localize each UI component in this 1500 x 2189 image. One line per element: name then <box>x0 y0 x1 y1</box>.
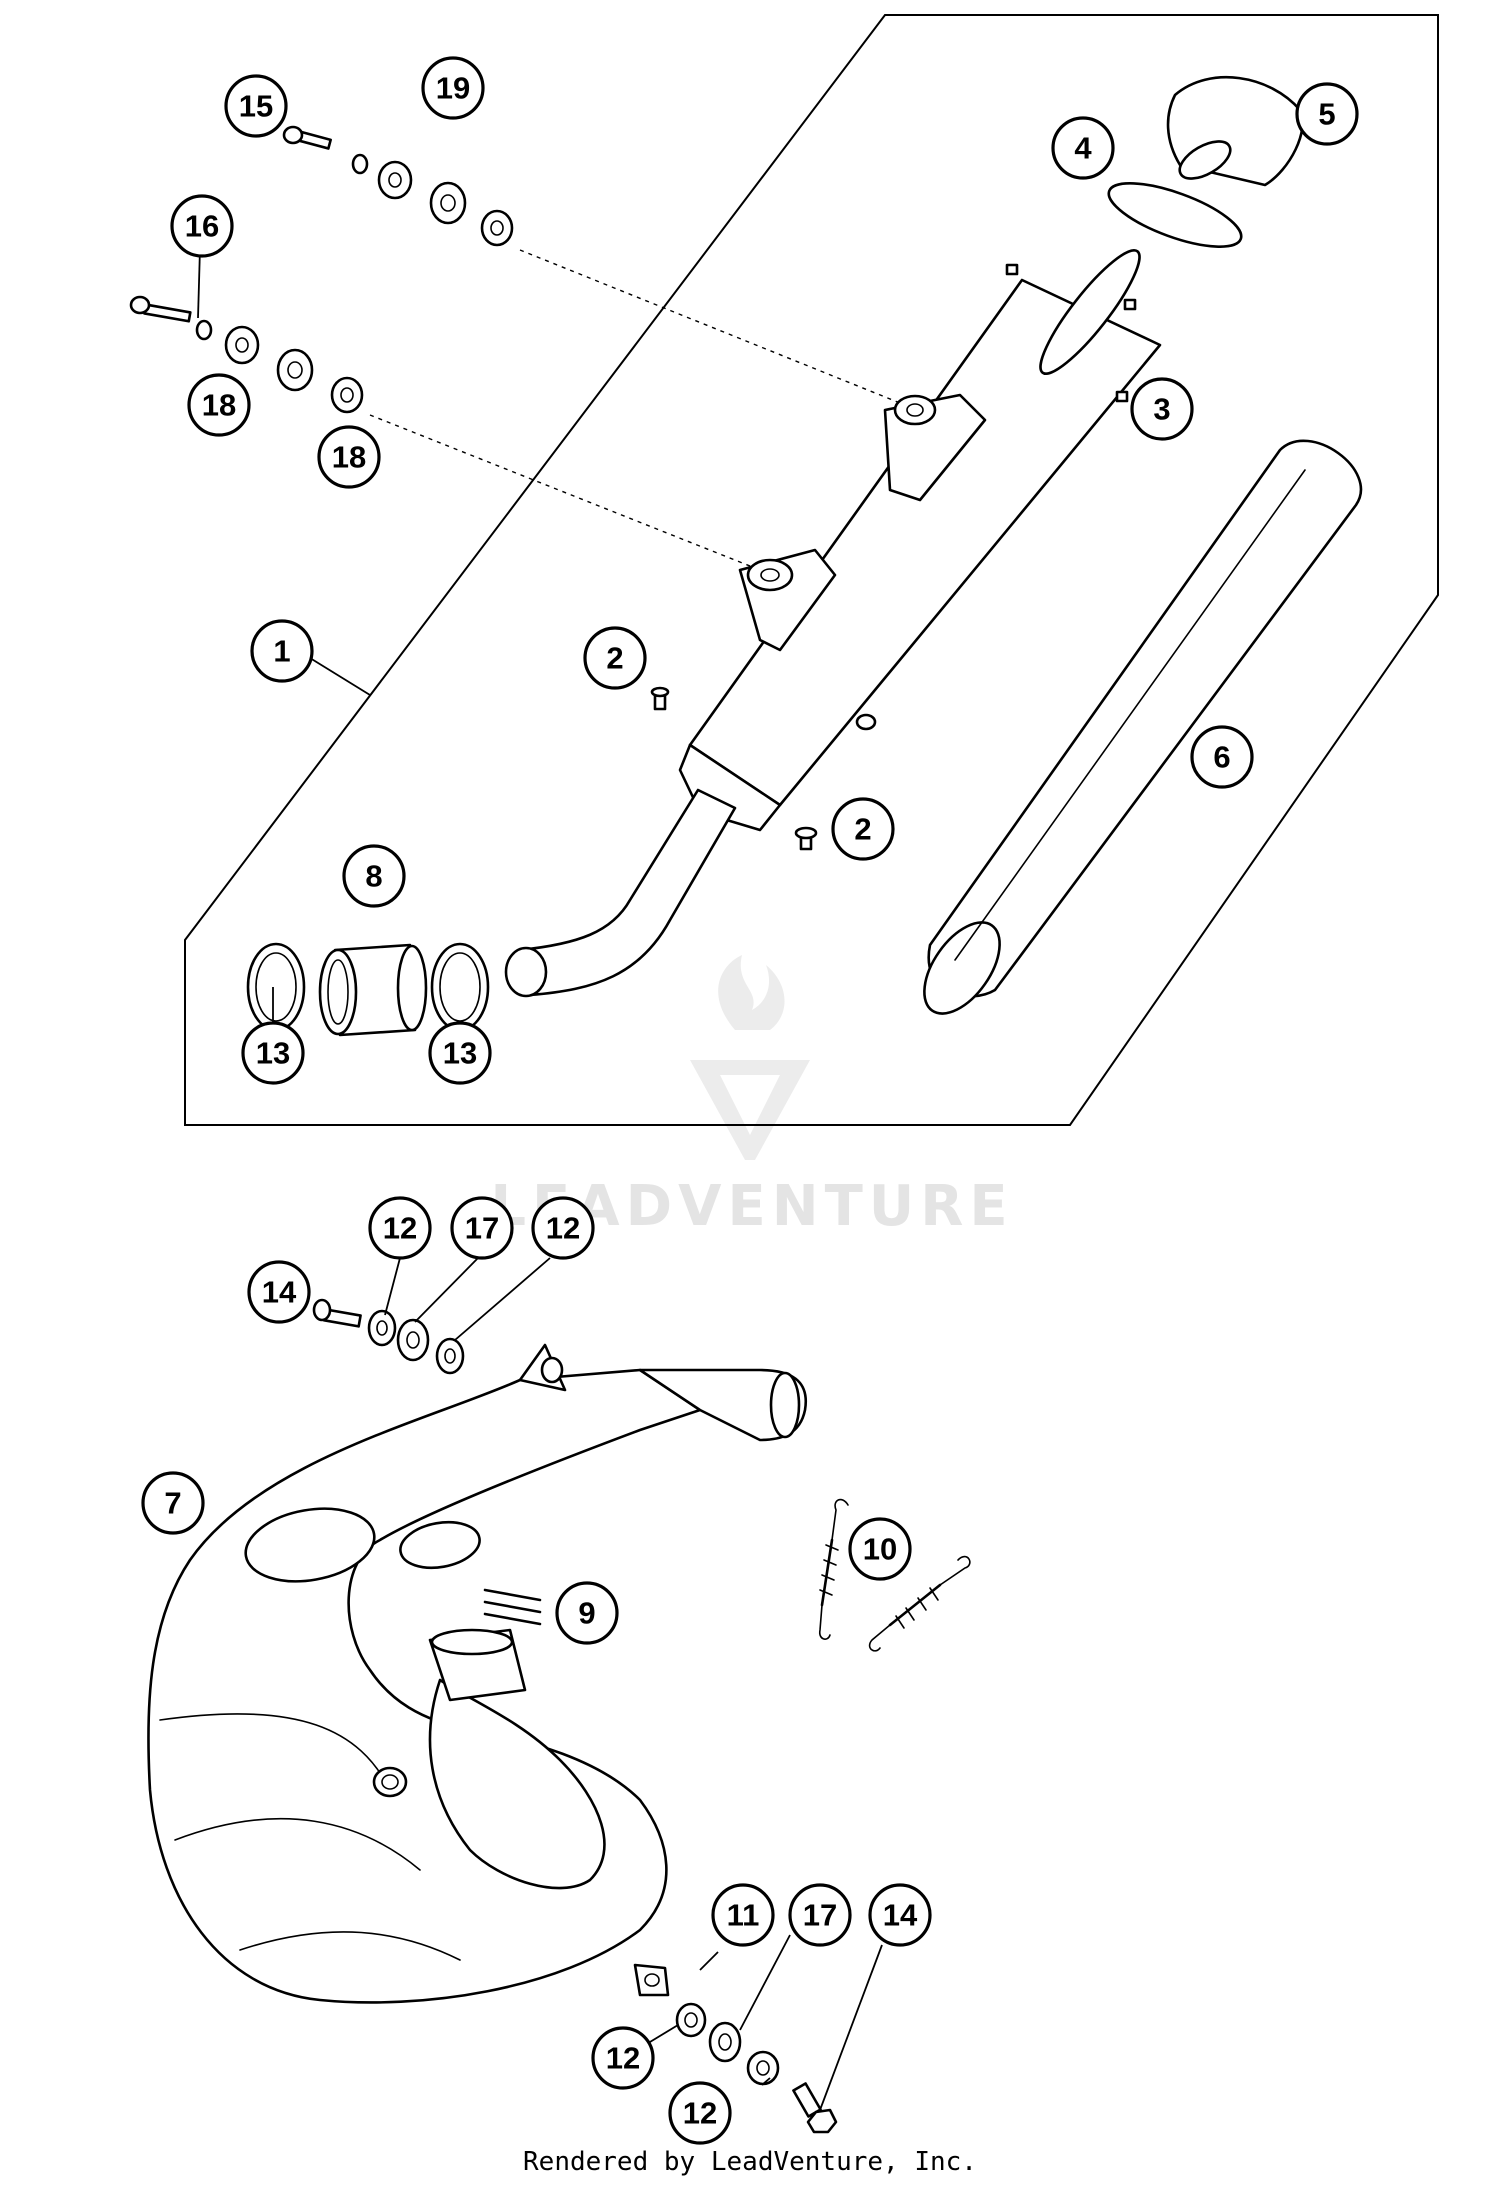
render-credit: Rendered by LeadVenture, Inc. <box>523 2147 977 2177</box>
svg-text:16: 16 <box>185 209 219 244</box>
svg-text:13: 13 <box>443 1036 477 1071</box>
washer-18-b <box>330 376 364 414</box>
svg-text:2: 2 <box>606 641 623 676</box>
callout-2-upper[interactable]: 2 <box>583 626 647 690</box>
svg-text:8: 8 <box>365 859 382 894</box>
svg-text:4: 4 <box>1074 131 1092 166</box>
callout-7[interactable]: 7 <box>141 1471 205 1535</box>
washer-12-b <box>435 1337 465 1375</box>
nut-11 <box>633 1963 670 1997</box>
bolt-14-lower <box>792 2082 838 2134</box>
svg-text:12: 12 <box>606 2041 640 2076</box>
svg-text:12: 12 <box>683 2096 717 2131</box>
callout-11[interactable]: 11 <box>711 1883 775 1947</box>
callout-12-bottom[interactable]: 12 <box>668 2081 732 2145</box>
o-ring <box>1107 182 1243 248</box>
svg-text:11: 11 <box>727 1898 760 1933</box>
svg-text:18: 18 <box>332 440 366 475</box>
callout-6[interactable]: 6 <box>1190 725 1254 789</box>
silencer-body <box>504 249 1162 998</box>
svg-text:5: 5 <box>1318 97 1335 132</box>
leader-lines <box>197 247 883 2111</box>
svg-text:12: 12 <box>383 1211 417 1246</box>
screw-upper <box>650 686 670 711</box>
callout-10[interactable]: 10 <box>848 1517 912 1581</box>
svg-text:17: 17 <box>803 1898 837 1933</box>
washer-12-d <box>746 2050 780 2086</box>
callout-13-right[interactable]: 13 <box>428 1021 492 1085</box>
svg-text:12: 12 <box>546 1211 580 1246</box>
callout-19[interactable]: 19 <box>421 56 485 120</box>
small-rivets <box>855 263 1137 731</box>
washer-15 <box>377 160 413 200</box>
callout-9[interactable]: 9 <box>555 1581 619 1645</box>
svg-text:14: 14 <box>262 1275 297 1310</box>
spring-10-a <box>818 1498 849 1640</box>
svg-text:10: 10 <box>863 1532 897 1567</box>
washer-16 <box>195 319 213 341</box>
callout-8[interactable]: 8 <box>342 844 406 908</box>
callout-14-upper[interactable]: 14 <box>247 1260 311 1324</box>
grommet-17-upper <box>396 1318 430 1362</box>
svg-text:15: 15 <box>239 89 273 124</box>
svg-text:19: 19 <box>436 71 470 106</box>
callout-4[interactable]: 4 <box>1051 116 1115 180</box>
exhaust-pipe <box>147 1343 808 2004</box>
callout-18-right[interactable]: 18 <box>317 425 381 489</box>
svg-text:7: 7 <box>164 1486 181 1521</box>
callout-16[interactable]: 16 <box>170 194 234 258</box>
spring-10-b <box>868 1555 971 1652</box>
bolt-16 <box>129 295 192 323</box>
grommet-18 <box>276 348 314 392</box>
sleeve-clamp <box>318 943 428 1037</box>
grommet-17-lower <box>708 2021 742 2063</box>
callout-17-upper[interactable]: 17 <box>450 1196 514 1260</box>
assembly-guide-lines <box>369 249 906 571</box>
silencer-assembly-frame <box>184 14 1439 1126</box>
bolt-14-upper <box>312 1298 362 1328</box>
callout-12-bottom-left[interactable]: 12 <box>591 2026 655 2090</box>
svg-text:17: 17 <box>465 1211 499 1246</box>
screw-lower <box>794 826 818 851</box>
callout-18-left[interactable]: 18 <box>187 373 251 437</box>
callout-14-lower[interactable]: 14 <box>868 1883 932 1947</box>
washer-12-c <box>675 2002 707 2038</box>
callouts: 1 2 2 3 4 5 6 8 13 13 15 16 18 18 19 7 9… <box>141 56 1359 2145</box>
callout-12-top-right[interactable]: 12 <box>531 1196 595 1260</box>
callout-1[interactable]: 1 <box>250 619 314 683</box>
washer-small <box>351 153 369 175</box>
grommet-19 <box>429 181 467 225</box>
washer-12-a <box>367 1309 397 1347</box>
svg-text:13: 13 <box>256 1036 290 1071</box>
callout-17-lower[interactable]: 17 <box>788 1883 852 1947</box>
washer-18-a <box>224 325 260 365</box>
spring-9 <box>483 1588 542 1626</box>
svg-text:14: 14 <box>883 1898 918 1933</box>
svg-text:3: 3 <box>1153 392 1170 427</box>
callout-12-top-left[interactable]: 12 <box>368 1196 432 1260</box>
callout-2-lower[interactable]: 2 <box>831 797 895 861</box>
callout-13-left[interactable]: 13 <box>241 1021 305 1085</box>
watermark-logo <box>690 955 810 1160</box>
svg-text:18: 18 <box>202 388 236 423</box>
callout-15[interactable]: 15 <box>224 74 288 138</box>
bolt-15 <box>282 125 332 150</box>
silencer-wrap <box>923 439 1363 1015</box>
svg-text:9: 9 <box>578 1596 595 1631</box>
silencer-end-cap <box>1166 75 1304 187</box>
callout-5[interactable]: 5 <box>1295 82 1359 146</box>
svg-text:1: 1 <box>273 634 290 669</box>
svg-text:6: 6 <box>1213 740 1230 775</box>
svg-text:2: 2 <box>854 812 871 847</box>
washer-19 <box>480 209 514 247</box>
callout-3[interactable]: 3 <box>1130 377 1194 441</box>
